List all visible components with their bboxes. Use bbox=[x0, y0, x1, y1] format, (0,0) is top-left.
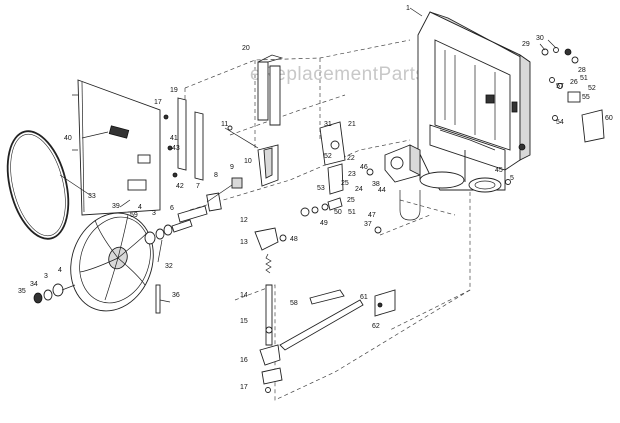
callout-38: 38 bbox=[372, 181, 380, 188]
callout-45: 45 bbox=[495, 167, 503, 174]
leader-lines bbox=[59, 7, 557, 303]
callout-37: 37 bbox=[364, 221, 372, 228]
frame-cabinet bbox=[417, 11, 531, 191]
callout-34: 34 bbox=[30, 281, 38, 288]
callout-6: 6 bbox=[170, 205, 174, 212]
callout-19: 19 bbox=[170, 87, 178, 94]
mid-hardware bbox=[300, 197, 382, 234]
callout-26: 26 bbox=[570, 79, 578, 86]
shaft-assembly bbox=[177, 177, 243, 223]
callout-39: 39 bbox=[112, 203, 120, 210]
small-screws bbox=[163, 114, 233, 178]
callout-52a: 52 bbox=[324, 153, 332, 160]
callout-35: 35 bbox=[18, 288, 26, 295]
callout-1: 1 bbox=[406, 5, 410, 12]
callout-8: 8 bbox=[214, 172, 218, 179]
upper-bracket bbox=[224, 127, 279, 187]
lever-assembly bbox=[279, 289, 396, 351]
pulley bbox=[468, 177, 511, 193]
wheel bbox=[70, 212, 154, 312]
blade-loop bbox=[6, 130, 70, 240]
axle-hardware bbox=[33, 219, 193, 304]
motor-unit bbox=[366, 144, 421, 183]
callout-41: 41 bbox=[170, 135, 178, 142]
callout-33: 33 bbox=[88, 193, 96, 200]
callout-51a: 51 bbox=[348, 209, 356, 216]
callout-12: 12 bbox=[240, 217, 248, 224]
callout-29: 29 bbox=[522, 41, 530, 48]
callout-51b: 51 bbox=[580, 75, 588, 82]
u-bracket bbox=[399, 190, 421, 221]
callout-labels: 1 3 3 4 4 5 6 7 8 9 10 11 12 13 14 15 16… bbox=[18, 5, 613, 391]
callout-4a: 4 bbox=[138, 204, 142, 211]
callout-5: 5 bbox=[510, 175, 514, 182]
callout-7: 7 bbox=[196, 183, 200, 190]
callout-3b: 3 bbox=[44, 273, 48, 280]
callout-22: 22 bbox=[347, 155, 355, 162]
callout-17a: 17 bbox=[154, 99, 162, 106]
callout-42: 42 bbox=[176, 183, 184, 190]
callout-54: 54 bbox=[556, 119, 564, 126]
callout-53: 53 bbox=[317, 185, 325, 192]
callout-31: 31 bbox=[324, 121, 332, 128]
callout-9: 9 bbox=[230, 164, 234, 171]
callout-13: 13 bbox=[240, 239, 248, 246]
callout-3a: 3 bbox=[152, 210, 156, 217]
callout-46: 46 bbox=[360, 164, 368, 171]
callout-57: 57 bbox=[556, 83, 564, 90]
guide-rails bbox=[177, 54, 284, 181]
callout-43: 43 bbox=[172, 145, 180, 152]
callout-10: 10 bbox=[244, 158, 252, 165]
callout-50: 50 bbox=[334, 209, 342, 216]
callout-15: 15 bbox=[240, 318, 248, 325]
callout-32: 32 bbox=[165, 263, 173, 270]
callout-28: 28 bbox=[578, 67, 586, 74]
callout-36: 36 bbox=[172, 292, 180, 299]
callout-11: 11 bbox=[221, 121, 228, 128]
callout-61: 61 bbox=[360, 294, 368, 301]
callout-47: 47 bbox=[368, 212, 376, 219]
callout-4b: 4 bbox=[58, 267, 62, 274]
callout-40: 40 bbox=[64, 135, 72, 142]
callout-25a: 25 bbox=[341, 180, 349, 187]
callout-17b: 17 bbox=[240, 384, 248, 391]
callout-52b: 52 bbox=[588, 85, 596, 92]
callout-44: 44 bbox=[378, 187, 386, 194]
callout-49: 49 bbox=[320, 220, 328, 227]
callout-21: 21 bbox=[348, 121, 356, 128]
callout-24: 24 bbox=[355, 186, 363, 193]
callout-48: 48 bbox=[290, 236, 298, 243]
guard-strip bbox=[155, 284, 161, 314]
door-cover bbox=[72, 79, 161, 216]
callout-23: 23 bbox=[348, 171, 356, 178]
tracking-bracket bbox=[319, 121, 346, 195]
callout-14: 14 bbox=[240, 292, 248, 299]
callout-60: 60 bbox=[605, 115, 613, 122]
tension-assembly bbox=[254, 227, 287, 393]
callout-25b: 25 bbox=[347, 197, 355, 204]
callout-30: 30 bbox=[536, 35, 544, 42]
callout-20: 20 bbox=[242, 45, 250, 52]
callout-16: 16 bbox=[240, 357, 248, 364]
callout-55: 55 bbox=[582, 94, 590, 101]
right-hardware bbox=[541, 47, 605, 143]
callout-58: 58 bbox=[290, 300, 298, 307]
watermark-text: eReplacementParts.com bbox=[250, 64, 469, 85]
callout-59: 59 bbox=[130, 212, 138, 219]
callout-62: 62 bbox=[372, 323, 380, 330]
